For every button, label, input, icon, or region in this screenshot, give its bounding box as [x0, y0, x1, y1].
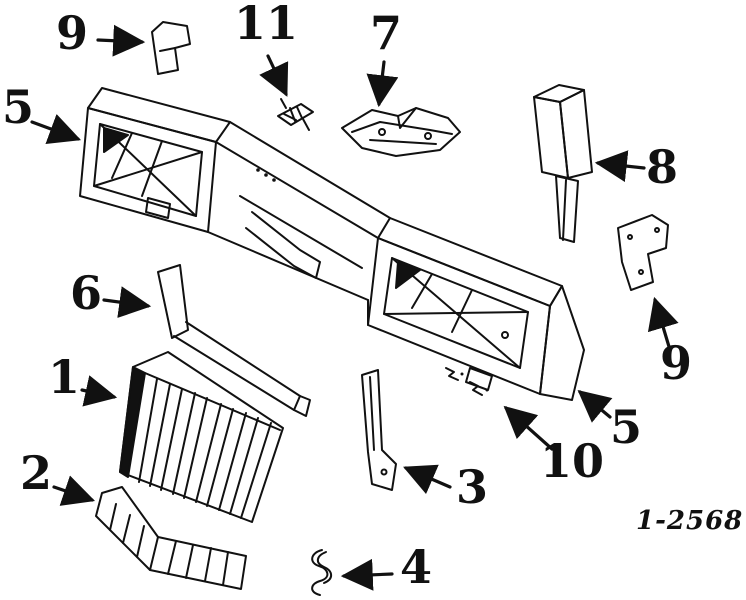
arrow-6	[102, 286, 152, 318]
arrow-2	[52, 475, 96, 506]
callout-7: 7	[370, 6, 403, 60]
hardware-10-drawing	[445, 367, 489, 396]
clip-4-drawing	[311, 549, 333, 596]
arrow-9-right	[647, 296, 679, 352]
bracket-9-right-drawing	[617, 214, 669, 291]
arrow-5-left	[30, 114, 82, 145]
figure-code: 1-2568	[636, 506, 744, 536]
arrow-4	[340, 558, 394, 591]
callout-1: 1	[48, 350, 81, 404]
arrow-1	[80, 375, 118, 407]
arrow-10	[503, 405, 554, 451]
callout-9-right: 9	[660, 336, 693, 390]
arrow-7	[366, 60, 399, 108]
side-panel-drawing	[533, 84, 593, 243]
callout-10: 10	[540, 434, 605, 488]
crossmember-right-section-drawing	[367, 217, 585, 401]
clip-11-drawing	[277, 98, 314, 131]
callout-5-right: 5	[610, 400, 643, 454]
arrow-9-top-left	[96, 24, 146, 57]
callout-9-top-left: 9	[56, 6, 89, 60]
support-bracket-drawing	[157, 264, 311, 417]
callout-3: 3	[456, 460, 489, 514]
callout-5-left: 5	[2, 80, 35, 134]
callout-arrows	[30, 24, 679, 591]
lower-valance-drawing	[95, 486, 247, 590]
crossmember-middle-section-drawing	[207, 121, 391, 301]
arrow-5-right	[577, 389, 613, 423]
skid-plate-drawing	[341, 107, 461, 157]
arrow-8	[594, 150, 646, 183]
callout-2: 2	[20, 446, 53, 500]
grille-drawing	[119, 351, 284, 523]
callout-11: 11	[234, 0, 299, 50]
bracket-3-drawing	[361, 369, 397, 491]
callout-8: 8	[646, 140, 679, 194]
callout-4: 4	[400, 540, 433, 594]
callout-6: 6	[70, 266, 103, 320]
bracket-9-left-drawing	[151, 21, 191, 75]
crossmember-left-section-drawing	[79, 87, 231, 233]
arrow-3	[403, 464, 452, 495]
arrow-11	[259, 54, 289, 97]
